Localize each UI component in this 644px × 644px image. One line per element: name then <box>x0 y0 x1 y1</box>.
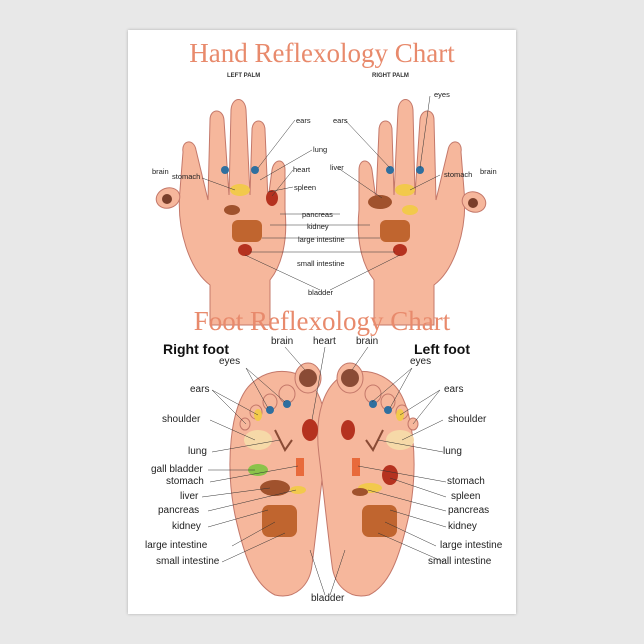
foot-label-bladder: bladder <box>311 593 345 604</box>
foot-label-shoulder-left: shoulder <box>448 414 487 425</box>
hand-label-ears-left: ears <box>296 116 311 125</box>
left-foot-heading: Left foot <box>414 341 470 357</box>
foot-label-ears-left: ears <box>444 384 464 395</box>
hand-brain-organ-left <box>162 194 172 204</box>
right-palm-label: RIGHT PALM <box>372 73 409 79</box>
foot-label-large-intestine-right: large intestine <box>145 540 208 551</box>
hand-label-bladder: bladder <box>308 288 334 297</box>
left-hand-organs <box>221 166 278 256</box>
foot-label-gall-bladder: gall bladder <box>151 464 203 475</box>
hand-label-lung: lung <box>313 145 328 154</box>
left-palm-label: LEFT PALM <box>227 73 261 79</box>
right-foot-heading: Right foot <box>163 341 230 357</box>
foot-label-heart: heart <box>313 336 336 347</box>
foot-label-eyes-right: eyes <box>219 356 241 367</box>
foot-chart-title: Foot Reflexology Chart <box>193 306 451 336</box>
hand-label-ears-right: ears <box>333 116 348 125</box>
hand-label-stomach-left: stomach <box>172 172 201 181</box>
hand-label-spleen: spleen <box>294 183 317 192</box>
foot-label-brain-1: brain <box>271 336 294 347</box>
foot-label-eyes-left: eyes <box>410 356 432 367</box>
foot-leader-lines <box>201 346 447 596</box>
hand-label-kidney: kidney <box>307 222 329 231</box>
left-foot-organs <box>341 369 414 537</box>
foot-label-liver: liver <box>180 491 199 502</box>
foot-label-pancreas-left: pancreas <box>448 505 490 516</box>
hand-label-brain-left: brain <box>152 167 169 176</box>
foot-label-lung-left: lung <box>443 446 462 457</box>
foot-label-brain-2: brain <box>356 336 379 347</box>
foot-label-lung-right: lung <box>188 446 207 457</box>
hand-label-liver: liver <box>330 163 344 172</box>
hand-label-stomach-right: stomach <box>444 170 473 179</box>
foot-label-spleen: spleen <box>451 491 481 502</box>
hand-label-pancreas: pancreas <box>302 210 333 219</box>
hand-leader-lines <box>201 95 441 291</box>
foot-label-small-intestine-right: small intestine <box>156 556 220 567</box>
poster-sheet <box>128 30 516 614</box>
foot-label-stomach-right: stomach <box>166 476 204 487</box>
foot-label-kidney-right: kidney <box>172 521 201 532</box>
foot-label-stomach-left: stomach <box>447 476 485 487</box>
foot-label-ears-right: ears <box>190 384 210 395</box>
right-hand-organs <box>368 166 424 256</box>
hand-label-large-intestine: large intestine <box>298 235 345 244</box>
hand-label-heart: heart <box>293 165 311 174</box>
foot-label-small-intestine-left: small intestine <box>428 556 492 567</box>
foot-label-large-intestine-left: large intestine <box>440 540 503 551</box>
hand-label-brain-right: brain <box>480 167 497 176</box>
foot-label-pancreas-right: pancreas <box>158 505 200 516</box>
foot-label-shoulder-right: shoulder <box>162 414 201 425</box>
foot-label-kidney-left: kidney <box>448 521 477 532</box>
hand-label-eyes: eyes <box>434 90 450 99</box>
hand-label-small-intestine: small intestine <box>297 259 345 268</box>
hand-brain-organ-right <box>468 198 478 208</box>
right-foot-organs <box>244 369 318 537</box>
hand-chart-title: Hand Reflexology Chart <box>189 38 455 68</box>
